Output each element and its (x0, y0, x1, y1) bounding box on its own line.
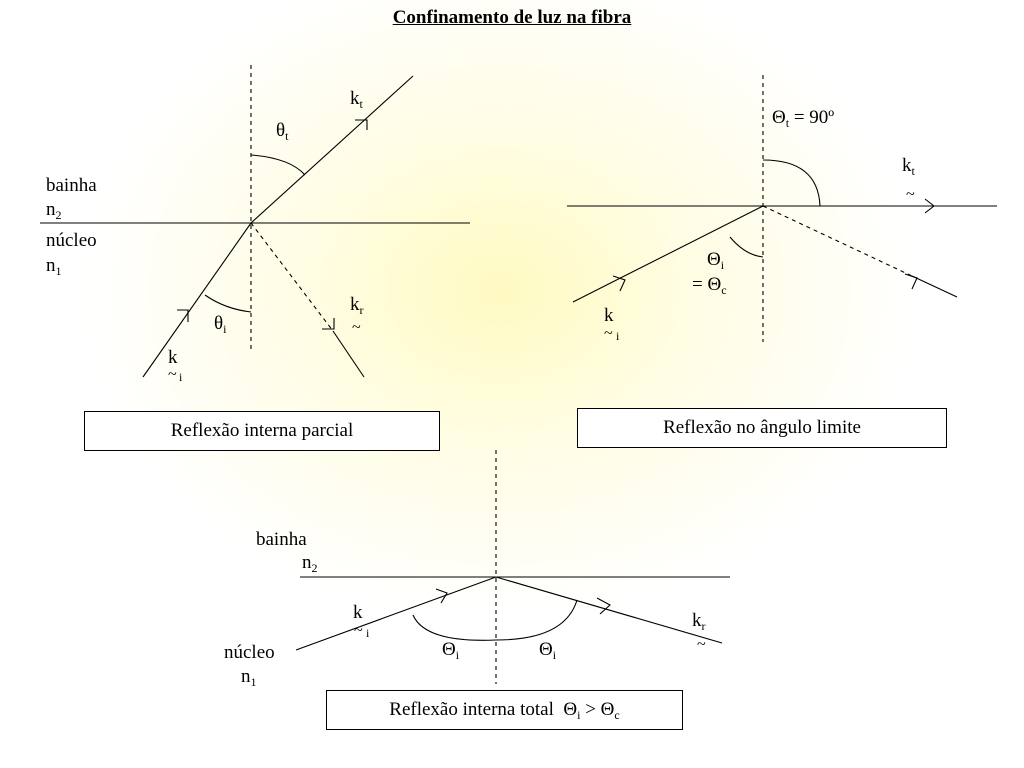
p2-arrow-i (612, 275, 626, 292)
p2-theta-t-label: Θt = 90º (772, 107, 835, 130)
p2-ki-tilde: ~ (604, 325, 613, 342)
p3-caption-box: Reflexão interna total Θi > Θc (326, 690, 683, 730)
p1-ki-tilde: ~ (168, 366, 177, 383)
p1-core-label: núcleo (46, 230, 97, 251)
p1-n1-label: n1 (46, 255, 62, 278)
p1-kr-tilde: ~ (352, 319, 361, 336)
p1-n2-label: n2 (46, 199, 62, 222)
p3-arc-theta-right (495, 599, 578, 641)
p3-reflected-ray (495, 576, 723, 644)
p1-transmitted-ray (250, 75, 414, 224)
p3-ki-sub: i (366, 626, 370, 640)
p1-kr-label: kr (350, 294, 364, 317)
p1-arrow-i (177, 309, 189, 322)
p1-incident-ray (142, 222, 252, 378)
p1-theta-t-label: θt (276, 120, 289, 143)
p2-arrow-t (924, 198, 935, 214)
p2-incident-ray (572, 205, 764, 303)
p2-ki-label: k (604, 305, 614, 326)
p1-arrow-t (355, 119, 368, 130)
p1-ki-label: k (168, 347, 178, 368)
p2-arc-theta-i (729, 236, 764, 258)
p1-reflected-ray-dashed (250, 222, 334, 332)
p2-reflected-ray (911, 275, 958, 298)
p1-theta-i-label: θi (214, 313, 227, 336)
p3-n2-label: n2 (302, 552, 318, 575)
p1-kt-label: kt (350, 88, 363, 111)
p3-incident-ray (295, 576, 497, 651)
p3-n1-label: n1 (241, 666, 257, 689)
p3-arrow-r (596, 597, 611, 615)
p3-kr-tilde: ~ (697, 636, 706, 653)
p1-arrow-r (322, 318, 335, 330)
p2-kt-tilde: ~ (906, 186, 915, 203)
p3-cladding-label: bainha (256, 529, 307, 550)
page-title: Confinamento de luz na fibra (392, 7, 632, 28)
p3-ki-tilde: ~ (354, 622, 363, 639)
p3-arc-theta-left (412, 614, 497, 641)
p1-arc-theta-i (204, 294, 252, 313)
p2-eq-theta-c-label: = Θc (692, 274, 727, 297)
p3-theta-left-label: Θi (442, 639, 460, 662)
p1-arc-theta-t (250, 154, 306, 176)
p2-kt-label: kt (902, 155, 915, 178)
p1-caption-box: Reflexão interna parcial (84, 411, 440, 451)
p2-arc-theta-t (762, 159, 821, 207)
p2-caption-box: Reflexão no ângulo limite (577, 408, 947, 448)
p3-kr-label: kr (692, 610, 706, 633)
p3-arrow-i (435, 588, 448, 604)
p3-core-label: núcleo (224, 642, 275, 663)
p1-ki-sub: i (179, 370, 183, 384)
p2-reflected-ray-dashed (762, 205, 913, 277)
p3-ki-label: k (353, 602, 363, 623)
p2-arrow-r (904, 273, 918, 290)
p1-reflected-ray (332, 330, 365, 378)
p2-ki-sub: i (616, 329, 620, 343)
p3-theta-right-label: Θi (539, 639, 557, 662)
p1-cladding-label: bainha (46, 175, 97, 196)
p2-theta-i-label: Θi (707, 249, 725, 272)
